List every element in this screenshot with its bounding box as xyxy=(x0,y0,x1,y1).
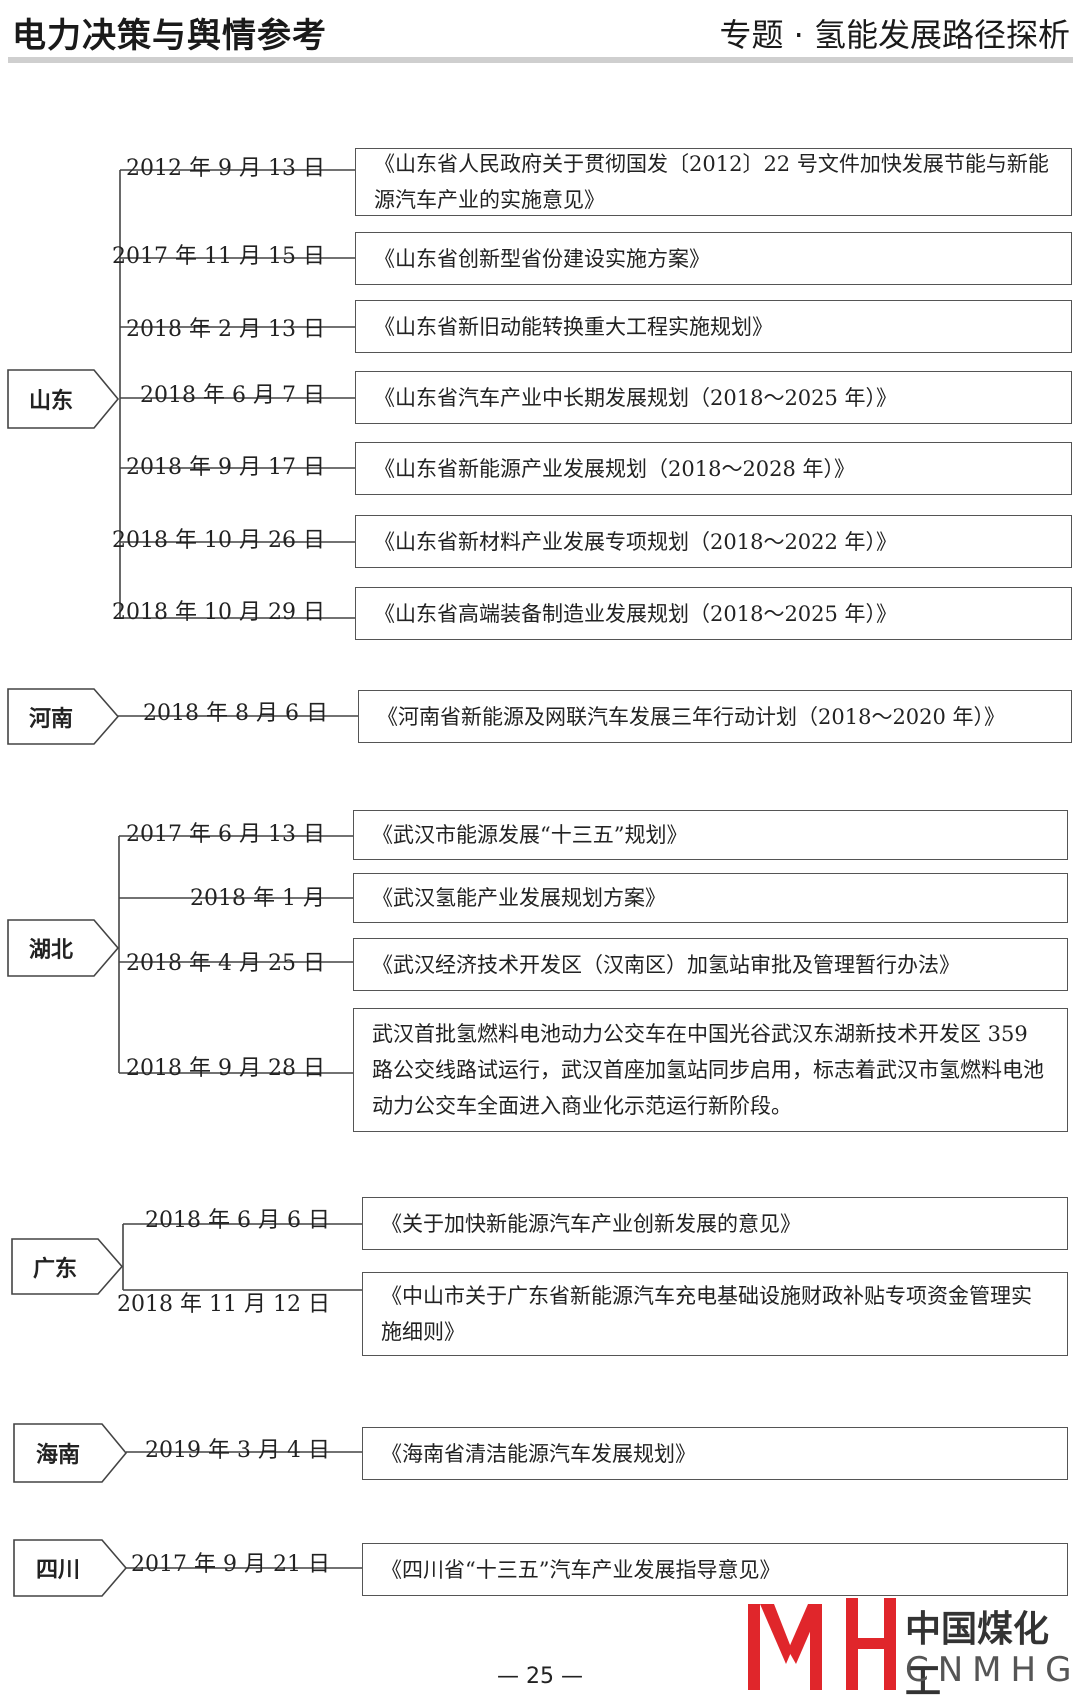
entry-date: 2017 年 11 月 15 日 xyxy=(112,244,325,269)
entry-date: 2018 年 10 月 29 日 xyxy=(112,600,325,625)
entry-date: 2018 年 2 月 13 日 xyxy=(126,317,325,342)
entry-date: 2017 年 6 月 13 日 xyxy=(126,822,325,847)
province-tag-shape xyxy=(11,1238,124,1295)
province-tag: 河南 xyxy=(28,706,73,732)
province-tag: 海南 xyxy=(35,1443,80,1468)
entry-date: 2018 年 8 月 6 日 xyxy=(143,701,328,726)
province-tag: 湖北 xyxy=(28,938,73,963)
logo-english-text: CNMHG xyxy=(905,1650,1080,1690)
policy-box: 《武汉经济技术开发区（汉南区）加氢站审批及管理暂行办法》 xyxy=(353,938,1068,991)
policy-box: 《山东省高端装备制造业发展规划（2018～2025 年）》 xyxy=(355,587,1072,640)
province-tag-shape xyxy=(7,369,120,429)
policy-box: 《四川省“十三五”汽车产业发展指导意见》 xyxy=(362,1543,1068,1596)
policy-box: 《山东省汽车产业中长期发展规划（2018～2025 年）》 xyxy=(355,371,1072,424)
entry-date: 2018 年 1 月 xyxy=(190,886,325,911)
policy-box: 《武汉市能源发展“十三五”规划》 xyxy=(353,810,1068,860)
policy-text: 《中山市关于广东省新能源汽车充电基础设施财政补贴专项资金管理实施细则》 xyxy=(381,1284,1032,1344)
province-tag-shape xyxy=(7,919,120,977)
logo-chinese-text: 中国煤化工 xyxy=(905,1609,1050,1702)
policy-text: 《山东省新材料产业发展专项规划（2018～2022 年）》 xyxy=(374,529,898,554)
section-topic: 专题 · 氢能发展路径探析 xyxy=(719,16,1070,54)
entry-date: 2018 年 6 月 7 日 xyxy=(140,383,325,408)
province-tag: 山东 xyxy=(28,389,73,414)
policy-box: 《山东省新旧动能转换重大工程实施规划》 xyxy=(355,300,1072,353)
policy-text: 《山东省高端装备制造业发展规划（2018～2025 年）》 xyxy=(374,601,898,626)
entry-date: 2012 年 9 月 13 日 xyxy=(126,156,325,181)
entry-date: 2018 年 9 月 17 日 xyxy=(126,455,325,480)
entry-date: 2018 年 9 月 28 日 xyxy=(126,1056,325,1081)
policy-box: 《海南省清洁能源汽车发展规划》 xyxy=(362,1427,1068,1480)
entry-date: 2019 年 3 月 4 日 xyxy=(145,1438,330,1463)
policy-text: 武汉首批氢燃料电池动力公交车在中国光谷武汉东湖新技术开发区 359 路公交线路试… xyxy=(372,1022,1044,1118)
policy-box: 《山东省人民政府关于贯彻国发〔2012〕22 号文件加快发展节能与新能源汽车产业… xyxy=(355,148,1072,216)
policy-box: 《山东省新能源产业发展规划（2018～2028 年）》 xyxy=(355,442,1072,495)
header-divider xyxy=(8,57,1073,63)
policy-text: 《山东省创新型省份建设实施方案》 xyxy=(374,246,710,271)
entry-date: 2018 年 6 月 6 日 xyxy=(145,1208,330,1233)
policy-box: 《河南省新能源及网联汽车发展三年行动计划（2018～2020 年）》 xyxy=(358,690,1072,743)
entry-date: 2018 年 11 月 12 日 xyxy=(117,1292,330,1317)
policy-text: 《山东省汽车产业中长期发展规划（2018～2025 年）》 xyxy=(374,385,898,410)
cnmhg-logo-icon xyxy=(748,1598,896,1690)
province-tag-shape xyxy=(13,1539,128,1597)
policy-text: 《武汉经济技术开发区（汉南区）加氢站审批及管理暂行办法》 xyxy=(372,952,960,977)
province-tag-shape xyxy=(7,688,120,745)
page-number: — 25 — xyxy=(497,1664,583,1689)
policy-box: 《武汉氢能产业发展规划方案》 xyxy=(353,873,1068,923)
province-tag: 广东 xyxy=(32,1256,77,1282)
entry-date: 2018 年 10 月 26 日 xyxy=(112,528,325,553)
policy-box: 武汉首批氢燃料电池动力公交车在中国光谷武汉东湖新技术开发区 359 路公交线路试… xyxy=(353,1008,1068,1132)
entry-date: 2018 年 4 月 25 日 xyxy=(126,951,325,976)
policy-text: 《关于加快新能源汽车产业创新发展的意见》 xyxy=(381,1211,801,1236)
policy-box: 《关于加快新能源汽车产业创新发展的意见》 xyxy=(362,1197,1068,1250)
province-tag-shape xyxy=(13,1423,128,1483)
policy-text: 《武汉市能源发展“十三五”规划》 xyxy=(372,823,688,847)
policy-box: 《山东省新材料产业发展专项规划（2018～2022 年）》 xyxy=(355,515,1072,568)
policy-text: 《四川省“十三五”汽车产业发展指导意见》 xyxy=(381,1557,781,1582)
policy-text: 《山东省新旧动能转换重大工程实施规划》 xyxy=(374,314,773,339)
policy-text: 《河南省新能源及网联汽车发展三年行动计划（2018～2020 年）》 xyxy=(377,704,1006,729)
policy-text: 《山东省新能源产业发展规划（2018～2028 年）》 xyxy=(374,456,856,481)
publication-title: 电力决策与舆情参考 xyxy=(12,16,327,56)
policy-box: 《山东省创新型省份建设实施方案》 xyxy=(355,232,1072,285)
province-tag: 四川 xyxy=(35,1558,80,1583)
entry-date: 2017 年 9 月 21 日 xyxy=(131,1552,330,1577)
policy-text: 《海南省清洁能源汽车发展规划》 xyxy=(381,1441,696,1466)
policy-text: 《山东省人民政府关于贯彻国发〔2012〕22 号文件加快发展节能与新能源汽车产业… xyxy=(374,152,1049,212)
policy-box: 《中山市关于广东省新能源汽车充电基础设施财政补贴专项资金管理实施细则》 xyxy=(362,1272,1068,1356)
policy-text: 《武汉氢能产业发展规划方案》 xyxy=(372,886,666,910)
